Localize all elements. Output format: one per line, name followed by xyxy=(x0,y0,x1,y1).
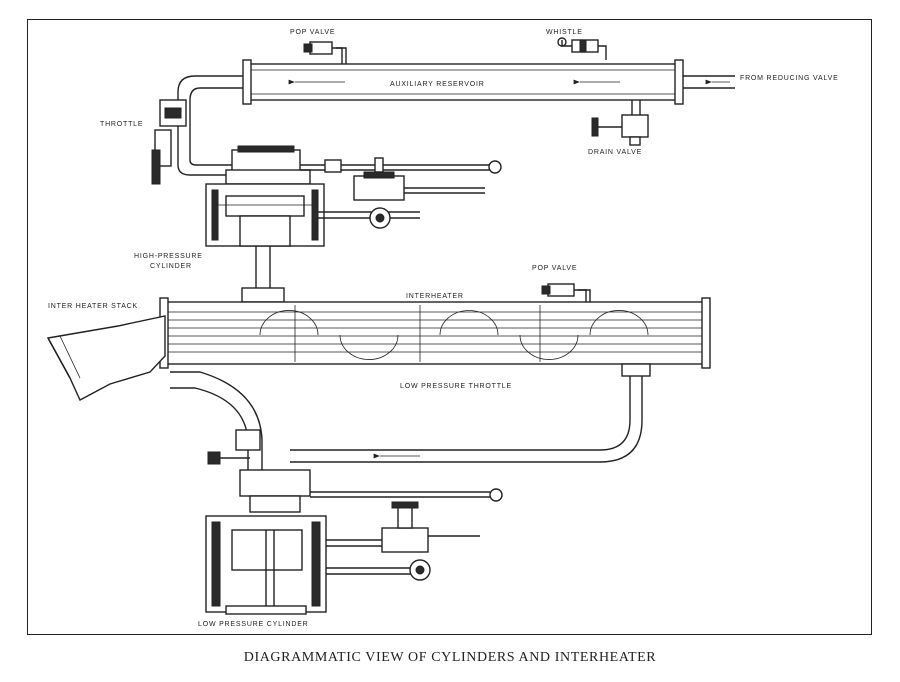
label-whistle: WHISTLE xyxy=(546,29,583,36)
auxiliary-reservoir xyxy=(242,59,684,105)
label-high-pressure-cylinder-line1: HIGH-PRESSURE xyxy=(134,253,203,260)
label-auxiliary-reservoir: AUXILIARY RESERVOIR xyxy=(390,81,485,88)
hp-exhaust-pipe xyxy=(241,246,285,303)
pop-valve-top-icon xyxy=(303,41,347,64)
interheater xyxy=(159,297,711,369)
figure-caption: DIAGRAMMATIC VIEW OF CYLINDERS AND INTER… xyxy=(243,650,657,665)
label-pop-valve-top: POP VALVE xyxy=(290,29,335,36)
label-low-pressure-throttle: LOW PRESSURE THROTTLE xyxy=(400,383,512,390)
low-pressure-cylinder xyxy=(205,429,503,615)
high-pressure-cylinder xyxy=(205,145,502,247)
label-low-pressure-cylinder: LOW PRESSURE CYLINDER xyxy=(198,621,309,628)
reducing-valve-supply-pipe xyxy=(683,75,735,89)
label-from-reducing-valve: FROM REDUCING VALVE xyxy=(740,75,839,82)
throttle-pipe xyxy=(151,75,243,185)
label-inter-heater-stack: INTER HEATER STACK xyxy=(48,303,138,310)
inter-heater-stack xyxy=(46,315,166,401)
cylinders-interheater-diagram: POP VALVE WHISTLE AUXILIARY RESERVOIR FR… xyxy=(46,29,839,628)
label-pop-valve-mid: POP VALVE xyxy=(532,265,577,272)
drain-valve-icon xyxy=(591,100,649,146)
whistle-icon xyxy=(557,37,607,60)
pop-valve-mid-icon xyxy=(541,283,591,302)
drawing-frame xyxy=(27,19,872,635)
label-high-pressure-cylinder-line2: CYLINDER xyxy=(150,263,192,270)
label-interheater: INTERHEATER xyxy=(406,293,464,300)
label-drain-valve: DRAIN VALVE xyxy=(588,149,642,156)
low-pressure-throttle-pipe xyxy=(170,363,651,470)
label-throttle: THROTTLE xyxy=(100,121,143,128)
